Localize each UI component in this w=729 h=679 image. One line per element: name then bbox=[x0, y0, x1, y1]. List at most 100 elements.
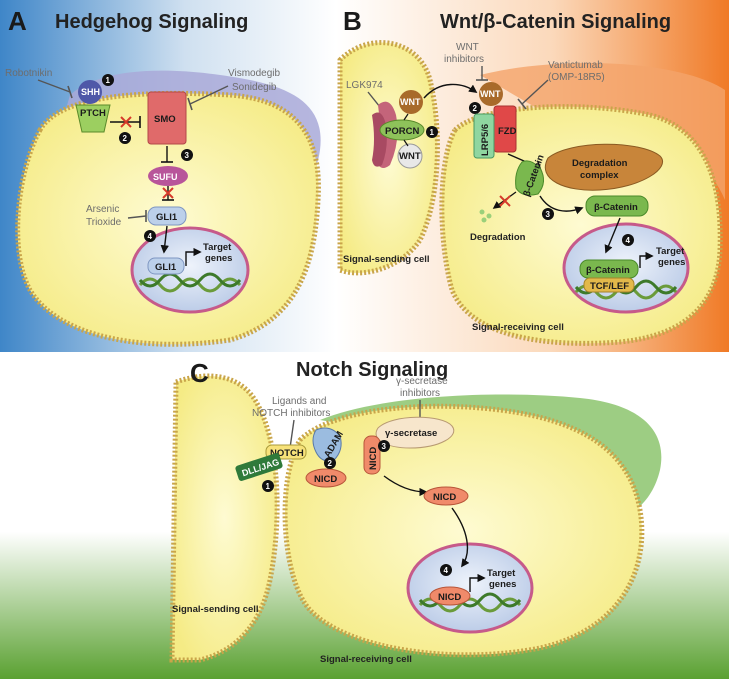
ptch-receptor bbox=[75, 104, 111, 133]
transcription-arrow bbox=[639, 251, 654, 268]
panel-c-letter: C bbox=[190, 358, 209, 388]
sufu-label: SUFU bbox=[153, 172, 178, 182]
transcription-arrow bbox=[185, 247, 202, 266]
step-3-badge bbox=[181, 149, 193, 161]
vismodegib-bar bbox=[187, 97, 193, 111]
lrp-label: LRP5/6 bbox=[480, 124, 491, 156]
tcf-lef-label: TCF/LEF bbox=[590, 281, 629, 292]
vantictumab-inhibit-line bbox=[521, 79, 549, 105]
gli1-protein bbox=[147, 206, 187, 226]
nicd-label: NICD bbox=[314, 474, 337, 485]
step-4-badge bbox=[622, 234, 634, 246]
nuclear-translocation-arrow bbox=[604, 217, 621, 254]
nicd-nuclear bbox=[429, 586, 471, 606]
nicd-release-arrow bbox=[383, 475, 428, 497]
vantictumab-label: Vantictumab bbox=[548, 60, 603, 71]
beta-catenin-stable bbox=[585, 195, 649, 217]
arsenic-inhibit-line bbox=[127, 215, 147, 219]
nuclear-translocation-arrow bbox=[451, 507, 470, 568]
target-label: Target bbox=[203, 242, 232, 253]
wnt-inhibitors-label: WNT bbox=[456, 42, 479, 53]
degradation-complex-label-2: complex bbox=[580, 170, 619, 181]
signal-sending-cell-label: Signal-sending cell bbox=[172, 604, 259, 615]
transcription-arrow bbox=[469, 573, 486, 592]
step-2-number: 2 bbox=[473, 104, 478, 113]
nicd-fragment bbox=[305, 468, 347, 488]
nicd-label: NICD bbox=[368, 447, 379, 470]
smo-receptor bbox=[147, 91, 187, 145]
lrp-coreceptor bbox=[473, 113, 495, 159]
porcn-label: PORCN bbox=[385, 126, 419, 137]
arsenic-label: Arsenic bbox=[86, 204, 119, 215]
step-4-number: 4 bbox=[148, 232, 153, 241]
nicd-nuclear-label: NICD bbox=[438, 592, 461, 603]
porcn-protein bbox=[379, 119, 425, 141]
trioxide-label: Trioxide bbox=[86, 217, 122, 228]
stabilization-arrow bbox=[539, 195, 584, 215]
vismodegib-label: Vismodegib bbox=[228, 68, 281, 79]
step-2-number: 2 bbox=[328, 459, 333, 468]
gli1-translocation-arrow bbox=[160, 225, 169, 254]
beta-catenin-nuclear-label: β-Catenin bbox=[586, 265, 630, 276]
wnt-inhibitors-label-2: inhibitors bbox=[444, 54, 484, 65]
nicd-fragment bbox=[363, 435, 381, 475]
step-2-number: 2 bbox=[123, 134, 128, 143]
lgk974-label: LGK974 bbox=[346, 80, 383, 91]
step-1-badge bbox=[102, 74, 114, 86]
step-2-badge bbox=[119, 132, 131, 144]
step-2-badge bbox=[469, 102, 481, 114]
target-label: Target bbox=[487, 568, 516, 579]
genes-label: genes bbox=[658, 257, 685, 268]
porcn-wnt-arrow bbox=[403, 139, 409, 147]
panel-b: B Wnt/β-Catenin Signaling WNT inhibitors… bbox=[337, 6, 725, 346]
step-1-badge bbox=[262, 480, 274, 492]
degraded-fragment bbox=[486, 213, 492, 219]
step-3-number: 3 bbox=[546, 210, 551, 219]
red-x-icon bbox=[162, 187, 174, 199]
gli1-nuclear bbox=[147, 257, 185, 275]
red-x-icon bbox=[120, 116, 132, 128]
porcn-wnt-arrow bbox=[403, 113, 409, 121]
nicd-fragment bbox=[423, 486, 469, 506]
wnt-label: WNT bbox=[480, 89, 501, 99]
panel-c-title: Notch Signaling bbox=[296, 359, 448, 381]
fzd-label: FZD bbox=[498, 126, 517, 137]
signal-receiving-cell-label: Signal-receiving cell bbox=[320, 654, 412, 665]
tcf-lef bbox=[583, 277, 635, 293]
degraded-fragment bbox=[481, 217, 487, 223]
step-3-number: 3 bbox=[382, 442, 387, 451]
beta-catenin-stable-label: β-Catenin bbox=[594, 202, 638, 213]
gamma-inhibitors-label-2: inhibitors bbox=[400, 388, 440, 399]
genes-label: genes bbox=[205, 253, 232, 264]
notch-label: NOTCH bbox=[270, 448, 304, 459]
step-4-number: 4 bbox=[444, 566, 449, 575]
omp-label: (OMP-18R5) bbox=[548, 72, 605, 83]
degradation-label: Degradation bbox=[470, 232, 526, 243]
genes-label: genes bbox=[489, 579, 516, 590]
ligand-inhibitors-label-2: NOTCH inhibitors bbox=[252, 408, 330, 419]
step-3-badge bbox=[378, 440, 390, 452]
beta-catenin bbox=[515, 160, 544, 196]
ptch-label: PTCH bbox=[80, 108, 106, 119]
step-4-badge bbox=[144, 230, 156, 242]
robotnikin-inhibit-line bbox=[37, 79, 71, 93]
gamma-secretase-label: γ-secretase bbox=[385, 428, 437, 439]
robotnikin-label: Robotnikin bbox=[5, 68, 52, 79]
robotnikin-bar bbox=[67, 85, 73, 99]
wnt-secretion-arrow bbox=[423, 83, 478, 99]
signal-receiving-cell-label: Signal-receiving cell bbox=[472, 322, 564, 333]
dna-strand bbox=[138, 272, 242, 288]
vismodegib-inhibit-line bbox=[189, 85, 229, 105]
target-label: Target bbox=[656, 246, 685, 257]
step-1-number: 1 bbox=[266, 482, 271, 491]
sufu-protein bbox=[148, 166, 188, 186]
gli1-label: GLI1 bbox=[156, 212, 178, 223]
ligand-inhibitors-label: Ligands and bbox=[272, 396, 327, 407]
gamma-inhibitors-label: γ-secretase bbox=[396, 376, 448, 387]
wnt-ligand bbox=[399, 90, 423, 114]
step-2-badge bbox=[324, 457, 336, 469]
nicd-label: NICD bbox=[433, 492, 456, 503]
gli1-nuclear-label: GLI1 bbox=[155, 262, 177, 273]
